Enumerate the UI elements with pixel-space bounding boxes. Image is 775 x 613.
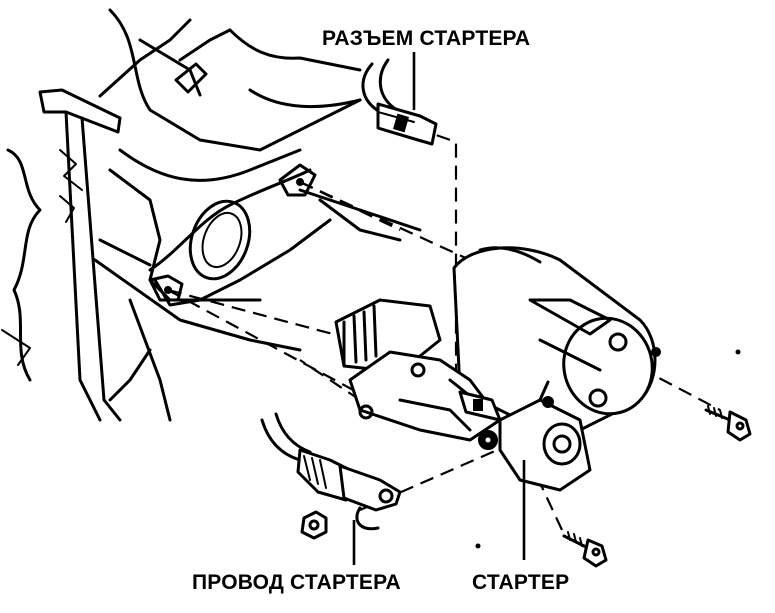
starter-wire-label: ПРОВОД СТАРТЕРА <box>192 571 401 594</box>
mounting-bolt-lower <box>562 531 608 568</box>
terminal-nut <box>300 510 328 540</box>
starter-label: СТАРТЕР <box>472 571 570 594</box>
engine-housing <box>1 8 422 422</box>
starter-motor <box>334 246 661 560</box>
starter-wire <box>260 412 402 565</box>
starter-connector-label: РАЗЪЕМ СТАРТЕРА <box>322 27 531 50</box>
starter-connector <box>361 52 438 146</box>
mounting-bolt-right <box>704 405 752 442</box>
